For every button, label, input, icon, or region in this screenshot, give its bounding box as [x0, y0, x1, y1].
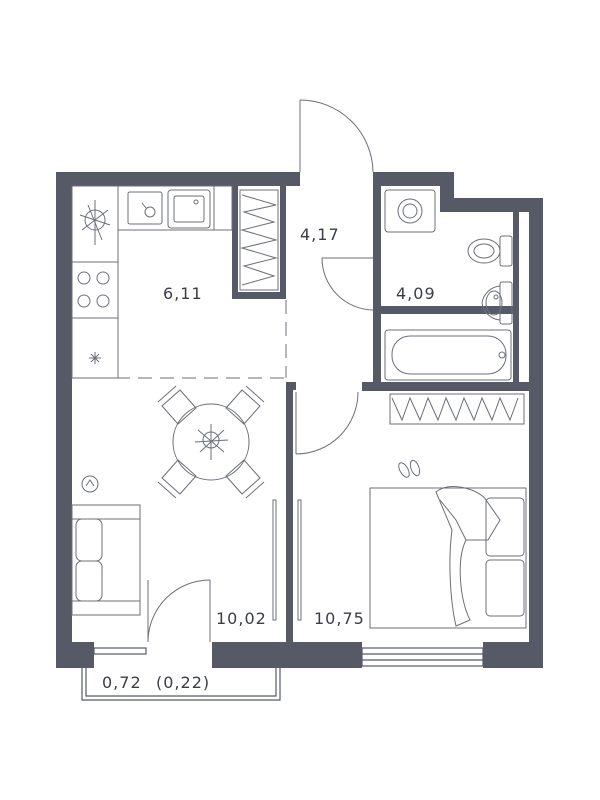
lamp-icon [81, 475, 99, 493]
wardrobe-bedroom [389, 393, 525, 425]
slippers-icon [398, 459, 421, 478]
entrance-door-swing [299, 99, 374, 173]
window-living [93, 647, 147, 655]
sliding-partition-right [297, 499, 302, 621]
bedroom-door-swing [295, 391, 359, 455]
wall-bottom-right [483, 642, 543, 668]
chair [157, 385, 197, 425]
balcony [81, 668, 281, 701]
dining-table [172, 403, 250, 481]
windows [93, 647, 484, 667]
decor-icon [89, 352, 101, 364]
balcony-door-swing [147, 579, 211, 643]
wardrobe-hall [239, 189, 279, 291]
dining-set [157, 385, 265, 499]
sink-bath-icon [481, 281, 513, 325]
area-balcony-reduced: (0,22) [156, 673, 210, 692]
wall-bath-left-lower [373, 314, 381, 390]
window-bedroom [361, 647, 484, 667]
wall-living-bedroom [286, 382, 293, 642]
kitchen-counter-top [117, 185, 215, 231]
appliance-icon [127, 191, 163, 225]
living-fixtures [71, 475, 141, 616]
flower-icon [194, 424, 229, 460]
chair [157, 459, 197, 499]
bedroom-fixtures [369, 393, 527, 629]
wall-bedroom-top [362, 382, 529, 391]
chair [225, 385, 265, 425]
area-bathroom: 4,09 [396, 284, 436, 303]
area-living: 10,02 [216, 609, 267, 628]
wall-top-mid [373, 172, 453, 186]
wall-bottom-left [56, 642, 94, 668]
wall-bath-left [373, 186, 381, 314]
wall-closet-bottom [232, 292, 286, 299]
toilet-icon [467, 235, 513, 267]
sliding-partition-left [272, 499, 277, 621]
balcony-outline [81, 668, 281, 701]
kitchen-fixtures [71, 185, 233, 379]
doors [147, 99, 374, 643]
wall-right [529, 198, 543, 643]
bathroom-fixtures [384, 189, 513, 381]
stove-icon [71, 261, 119, 319]
area-hall: 4,17 [300, 225, 340, 244]
wall-top-right [440, 198, 543, 212]
area-bedroom: 10,75 [314, 609, 365, 628]
washing-machine-icon [384, 189, 436, 233]
wall-bath-mid [373, 306, 516, 314]
bed [369, 486, 527, 629]
area-kitchen: 6,11 [163, 284, 203, 303]
plant-icon [79, 200, 111, 245]
bath-door-swing [321, 257, 374, 311]
walls [56, 172, 543, 668]
wall-closet-right [280, 186, 286, 299]
bathtub-icon [384, 329, 512, 381]
area-balcony: 0,72 [102, 673, 142, 692]
sink-icon [167, 189, 211, 229]
wall-top-left [56, 172, 300, 186]
wall-shaft [513, 212, 519, 382]
wall-bottom-mid [212, 642, 362, 668]
chair [225, 459, 265, 499]
wall-closet-left [232, 186, 238, 298]
wall-left [56, 172, 72, 642]
sofa [71, 504, 141, 616]
